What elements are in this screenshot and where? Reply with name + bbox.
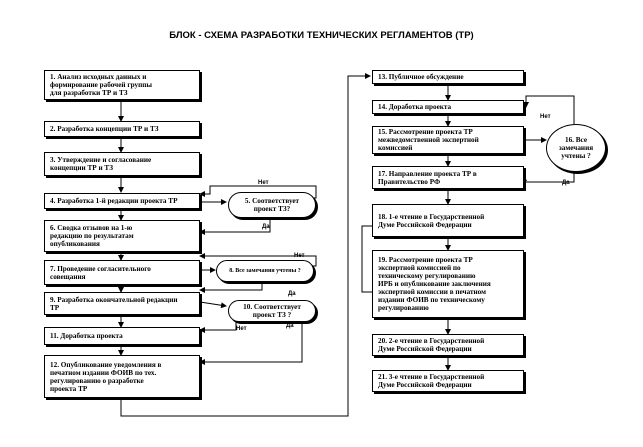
step-13: 13. Публичное обсуждение (372, 70, 524, 84)
label-yes-16: Да (562, 180, 570, 186)
step-19: 19. Рассмотрение проекта ТР экспертной к… (372, 250, 524, 318)
decision-8: 8. Все замечания учтены ? (216, 260, 314, 282)
step-14: 14. Доработка проекта (372, 100, 524, 114)
label-yes-8: Да (288, 291, 296, 297)
step-1: 1. Анализ исходных данных и формирование… (44, 70, 200, 100)
step-15: 15. Рассмотрение проекта ТР межведомстве… (372, 126, 524, 154)
step-3: 3. Утверждение и согласование концепции … (44, 152, 200, 176)
step-9: 9. Разработка окончательной редакции ТР (44, 292, 200, 315)
step-4: 4. Разработка 1-й редакции проекта ТР (44, 193, 200, 209)
step-20: 20. 2-е чтение в Государственной Думе Ро… (372, 334, 524, 356)
step-7: 7. Проведение согласительного совещания (44, 260, 200, 285)
step-12: 12. Опубликование уведомления в печатном… (44, 355, 200, 398)
step-21: 21. 3-е чтение в Государственной Думе Ро… (372, 370, 524, 392)
decision-10: 10. Соответствует проект ТЗ ? (228, 300, 316, 322)
decision-5: 5. Соответствует проект ТЗ? (228, 192, 316, 218)
step-11: 11. Доработка проекта (44, 327, 200, 345)
decision-16: 16. Все замечания учтены ? (546, 124, 606, 172)
label-yes-5: Да (262, 224, 270, 230)
step-6: 6. Сводка отзывов на 1-ю редакцию по рез… (44, 220, 200, 252)
step-2: 2. Разработка концепции ТР и ТЗ (44, 121, 200, 137)
page-title: БЛОК - СХЕМА РАЗРАБОТКИ ТЕХНИЧЕСКИХ РЕГЛ… (169, 30, 474, 41)
label-no-16: Нет (540, 114, 551, 120)
label-no-8: Нет (294, 253, 305, 259)
label-no-5: Нет (258, 180, 269, 186)
step-17: 17. Направление проекта ТР в Правительст… (372, 166, 524, 189)
label-yes-10: Да (286, 323, 294, 329)
step-18: 18. 1-е чтение в Государственной Думе Ро… (372, 204, 524, 237)
label-no-10: Нет (236, 326, 247, 332)
